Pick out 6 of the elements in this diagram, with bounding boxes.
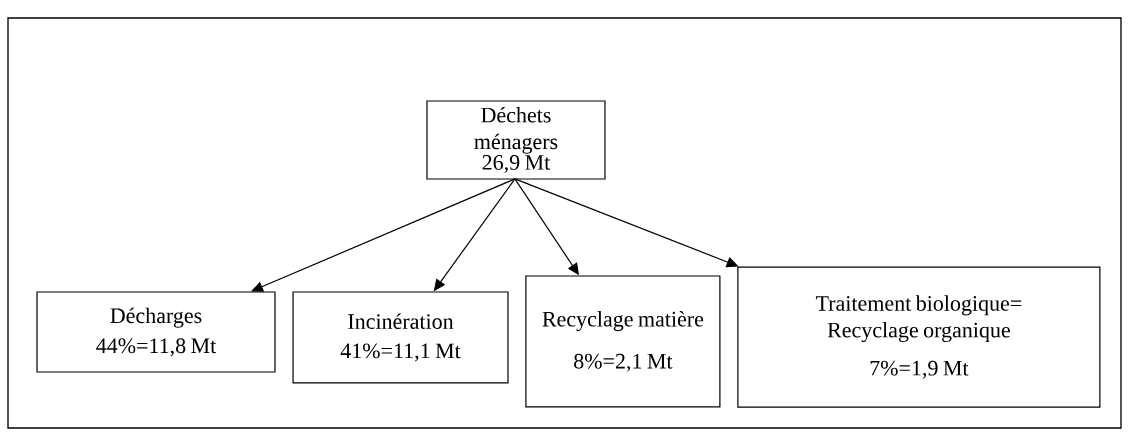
- box: Déchets ménagers 26,9 Mt: [426, 100, 606, 180]
- box: Recyclage matière 8%=2,1 Mt: [525, 275, 721, 408]
- box: Décharges 44%=11,8 Mt: [36, 291, 276, 373]
- arrow: [251, 178, 516, 292]
- box: Traitement biologique= Recyclage organique 7%=1,9 Mt: [737, 266, 1101, 408]
- box: Incinération 41%=11,1 Mt: [292, 291, 509, 384]
